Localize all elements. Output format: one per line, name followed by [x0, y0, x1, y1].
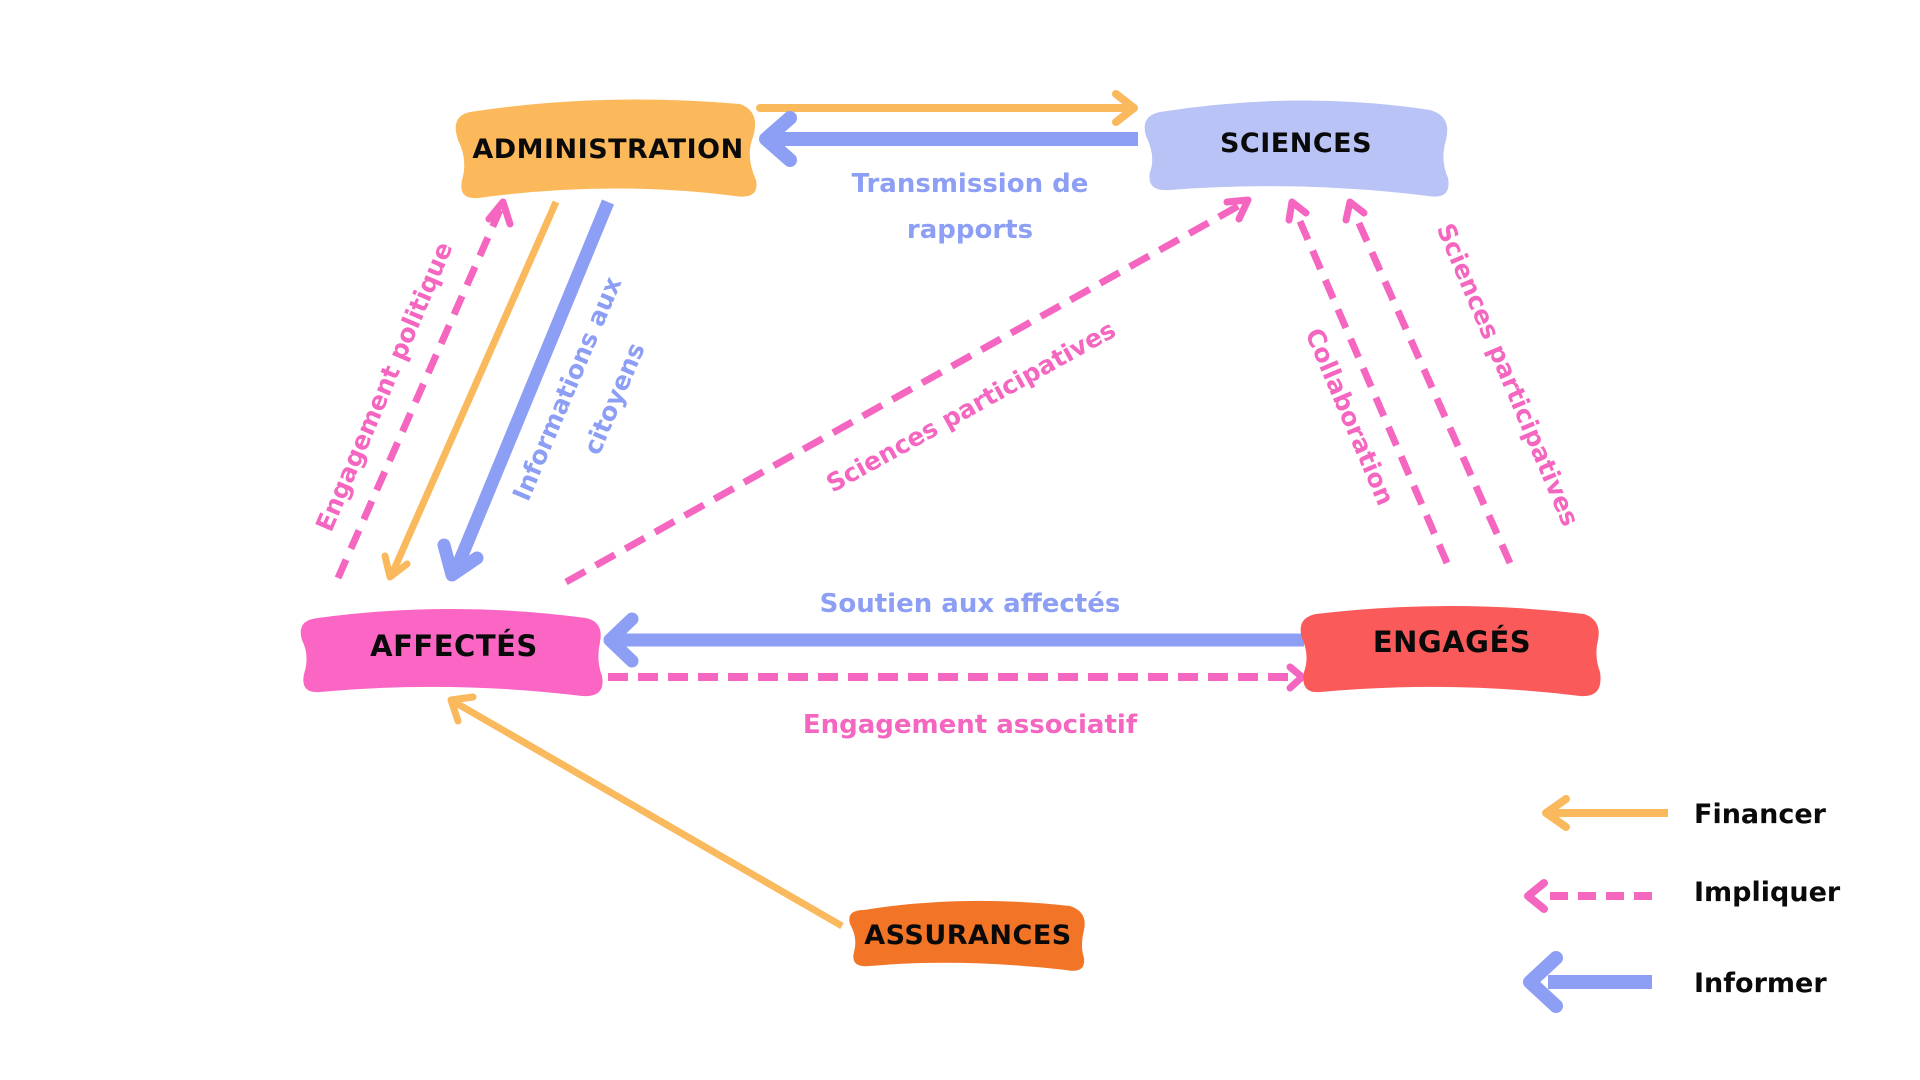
edge-affectes-to-sciences	[564, 196, 1252, 586]
edge-sciences-to-admin	[759, 111, 1138, 167]
legend-label-informer: Informer	[1694, 968, 1827, 999]
edges	[334, 90, 1514, 930]
edge-admin-to-affectes-informer	[437, 199, 615, 582]
nodes: ADMINISTRATION SCIENCES AFFECTÉS ENGAGÉS…	[300, 99, 1601, 971]
node-affectes[interactable]: AFFECTÉS	[300, 609, 603, 697]
label-transmission-line2: rapports	[907, 215, 1033, 245]
legend-item-financer: Financer	[1542, 795, 1827, 831]
label-soutien: Soutien aux affectés	[820, 589, 1121, 619]
node-sciences-shape	[1144, 100, 1449, 197]
label-sciences-participatives-right: Sciences participatives	[1431, 219, 1585, 530]
legend-label-financer: Financer	[1694, 799, 1827, 830]
edge-affectes-to-engages	[608, 663, 1306, 692]
node-engages-label: ENGAGÉS	[1373, 625, 1531, 659]
edge-admin-to-sciences	[756, 90, 1138, 126]
node-assurances-shape	[849, 900, 1085, 971]
label-collaboration: Collaboration	[1299, 324, 1400, 510]
label-transmission-line1: Transmission de	[852, 169, 1089, 199]
label-engagement-politique: Engagement politique	[310, 238, 458, 536]
node-administration-shape	[455, 99, 757, 199]
node-administration-label: ADMINISTRATION	[472, 134, 743, 165]
legend-item-informer: Informer	[1523, 951, 1827, 1013]
node-engages-shape	[1300, 606, 1601, 697]
node-sciences[interactable]: SCIENCES	[1144, 100, 1449, 197]
node-affectes-label: AFFECTÉS	[370, 629, 538, 663]
financer-arrow-icon	[1542, 795, 1668, 831]
edge-admin-to-affectes-financer	[381, 200, 560, 581]
node-assurances-label: ASSURANCES	[864, 920, 1072, 951]
label-sciences-participatives-diagonal: Sciences participatives	[821, 315, 1120, 498]
informer-arrow-icon	[1523, 951, 1652, 1013]
impliquer-arrow-icon	[1524, 879, 1652, 913]
node-sciences-label: SCIENCES	[1220, 128, 1372, 159]
node-engages[interactable]: ENGAGÉS	[1300, 606, 1601, 697]
label-engagement-associatif: Engagement associatif	[803, 710, 1138, 740]
legend: Financer Impliquer Informer	[1523, 795, 1841, 1013]
legend-item-impliquer: Impliquer	[1524, 877, 1841, 913]
node-administration[interactable]: ADMINISTRATION	[455, 99, 757, 199]
edge-engages-to-affectes	[603, 612, 1304, 668]
edge-affectes-to-admin	[334, 198, 514, 580]
node-assurances[interactable]: ASSURANCES	[849, 900, 1085, 971]
edge-engages-to-sciences-participatives	[1342, 198, 1514, 565]
legend-label-impliquer: Impliquer	[1694, 877, 1841, 908]
edge-engages-to-sciences-collaboration	[1285, 198, 1451, 565]
edge-assurances-to-affectes	[447, 693, 844, 930]
node-affectes-shape	[300, 609, 603, 697]
